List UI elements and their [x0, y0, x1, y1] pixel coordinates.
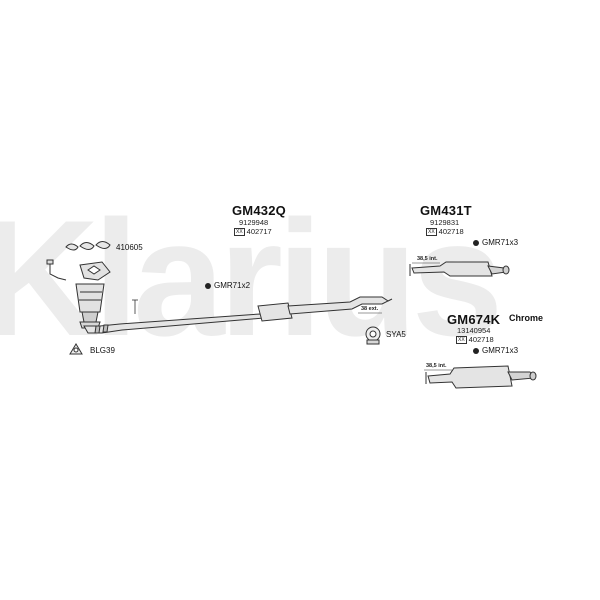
front-pipe-drawing: [83, 296, 393, 334]
clamp-label: SYA5: [386, 330, 406, 339]
front-group-oem: 9129948: [239, 218, 269, 227]
rear-b-group-oem: 13140954: [457, 326, 491, 335]
hanger-rear-b-code: GMR71x3: [482, 346, 519, 355]
rear-a-group-oem: 9129831: [430, 218, 460, 227]
front-extension: 38 ext.: [361, 306, 379, 312]
gasket-single-drawing: [69, 343, 83, 355]
hanger-rear-b-label: GMR71x3: [473, 346, 518, 355]
rear-silencer-a-drawing: [409, 261, 510, 277]
ref-badge: XX: [426, 228, 437, 237]
hanger-front-code: GMR71x2: [214, 281, 251, 290]
hanger-rear-a-code: GMR71x3: [482, 238, 519, 247]
hanger-icon: [205, 282, 211, 289]
front-group-code: GM432Q: [232, 203, 286, 218]
hanger-icon: [473, 347, 479, 354]
rear-a-group-ref-code: 402718: [438, 227, 464, 236]
rear-a-length: 38,5 int.: [417, 256, 438, 262]
rear-b-length: 38,5 int.: [426, 363, 447, 369]
hanger-front-label: GMR71x2: [205, 281, 250, 290]
gasket-set-label: 410605: [116, 243, 143, 252]
clamp-drawing: [365, 326, 381, 345]
hanger-marker-front: [132, 299, 138, 314]
rear-b-group-ref-code: 402718: [468, 335, 494, 344]
lambda-sensor-drawing: [46, 259, 67, 281]
ref-badge: XX: [456, 336, 467, 345]
rear-b-group-variant: Chrome: [509, 313, 544, 323]
ref-badge: XX: [234, 228, 245, 237]
front-group-ref-code: 402717: [246, 227, 272, 236]
hanger-rear-a-label: GMR71x3: [473, 238, 518, 247]
rear-b-group-code: GM674K: [447, 312, 501, 327]
catalytic-converter-drawing: [75, 261, 111, 329]
measurement-leaders: [358, 262, 452, 371]
hanger-icon: [473, 239, 479, 246]
gasket-set-drawing: [65, 241, 111, 251]
rear-silencer-b-drawing: [425, 365, 537, 389]
gasket-single-label: BLG39: [90, 346, 115, 355]
rear-a-group-code: GM431T: [420, 203, 472, 218]
